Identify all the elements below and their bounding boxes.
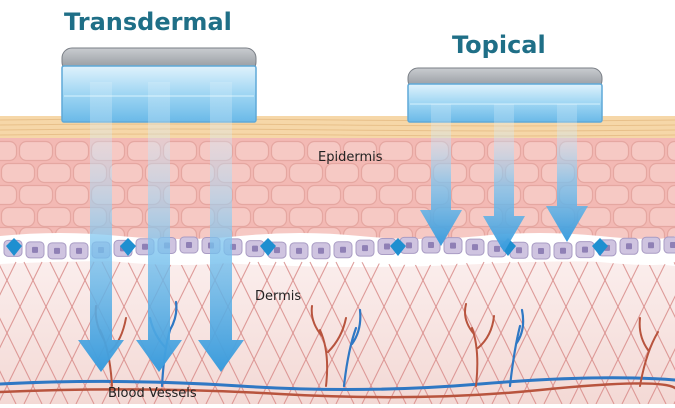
epidermis-cell xyxy=(0,142,17,161)
basal-nucleus xyxy=(406,242,412,248)
epidermis-cell xyxy=(614,164,647,183)
basal-nucleus xyxy=(626,243,632,249)
basal-nucleus xyxy=(76,248,82,254)
epidermis-cell xyxy=(290,164,323,183)
basal-nucleus xyxy=(560,248,566,254)
epidermis-cell xyxy=(272,186,305,205)
basal-nucleus xyxy=(648,242,654,248)
epidermis-cell xyxy=(254,164,287,183)
basal-nucleus xyxy=(384,244,390,250)
epidermis-cell xyxy=(668,142,675,161)
epidermis-cell xyxy=(614,208,647,227)
basal-nucleus xyxy=(54,248,60,254)
epidermis-cell xyxy=(326,164,359,183)
epidermis-cell xyxy=(344,186,377,205)
epidermis-cell xyxy=(596,186,629,205)
epidermis-cell xyxy=(362,208,395,227)
epidermis-cell xyxy=(524,186,557,205)
epidermis-cell xyxy=(56,142,89,161)
basal-nucleus xyxy=(274,247,280,253)
epidermis-cell xyxy=(182,208,215,227)
epidermis-cell xyxy=(20,186,53,205)
basal-nucleus xyxy=(318,248,324,254)
basal-nucleus xyxy=(340,247,346,253)
basal-nucleus xyxy=(252,246,258,252)
epidermis-cell xyxy=(182,164,215,183)
epidermis-cell xyxy=(110,208,143,227)
basal-nucleus xyxy=(516,247,522,253)
epidermis-cell xyxy=(38,208,71,227)
transdermal-arrows xyxy=(78,82,244,372)
epidermis-cell xyxy=(308,186,341,205)
epidermis-cell xyxy=(2,164,35,183)
blood-vessels-label: Blood Vessels xyxy=(108,386,197,401)
topical-arrows xyxy=(420,104,588,252)
epidermis-cell xyxy=(452,142,485,161)
basal-nucleus xyxy=(538,248,544,254)
epidermis-cell xyxy=(236,142,269,161)
epidermis-cell xyxy=(668,186,675,205)
epidermis-cell xyxy=(362,164,395,183)
epidermis-cell xyxy=(38,164,71,183)
basal-nucleus xyxy=(450,243,456,249)
basal-nucleus xyxy=(186,242,192,248)
epidermis-cell xyxy=(398,164,431,183)
epidermis-cell xyxy=(236,186,269,205)
basal-nucleus xyxy=(494,246,500,252)
epidermis-cell xyxy=(326,208,359,227)
epidermis-cell xyxy=(632,142,665,161)
epidermis-cell xyxy=(56,186,89,205)
basal-nucleus xyxy=(428,242,434,248)
epidermis-cell xyxy=(632,186,665,205)
epidermis-cell xyxy=(380,186,413,205)
transdermal-title: Transdermal xyxy=(64,8,232,36)
basal-nucleus xyxy=(32,247,38,253)
epidermis-cell xyxy=(272,142,305,161)
basal-nucleus xyxy=(142,244,148,250)
epidermis-cell xyxy=(380,142,413,161)
basal-nucleus xyxy=(362,245,368,251)
epidermis-cell xyxy=(0,186,17,205)
epidermis-cell xyxy=(110,164,143,183)
epidermis-cell xyxy=(452,186,485,205)
basal-nucleus xyxy=(472,244,478,250)
basal-nucleus xyxy=(670,242,675,248)
epidermis-cell xyxy=(650,208,675,227)
epidermis-cell xyxy=(254,208,287,227)
epidermis-label: Epidermis xyxy=(318,150,383,165)
epidermis-cell xyxy=(20,142,53,161)
basal-nucleus xyxy=(296,248,302,254)
basal-nucleus xyxy=(582,247,588,253)
epidermis-cell xyxy=(596,142,629,161)
epidermis-cell xyxy=(650,164,675,183)
epidermis-cell xyxy=(524,142,557,161)
topical-title: Topical xyxy=(452,31,546,59)
dermis-label: Dermis xyxy=(255,289,301,304)
epidermis-cell xyxy=(578,164,611,183)
epidermis-cell xyxy=(2,208,35,227)
epidermis-cell xyxy=(290,208,323,227)
